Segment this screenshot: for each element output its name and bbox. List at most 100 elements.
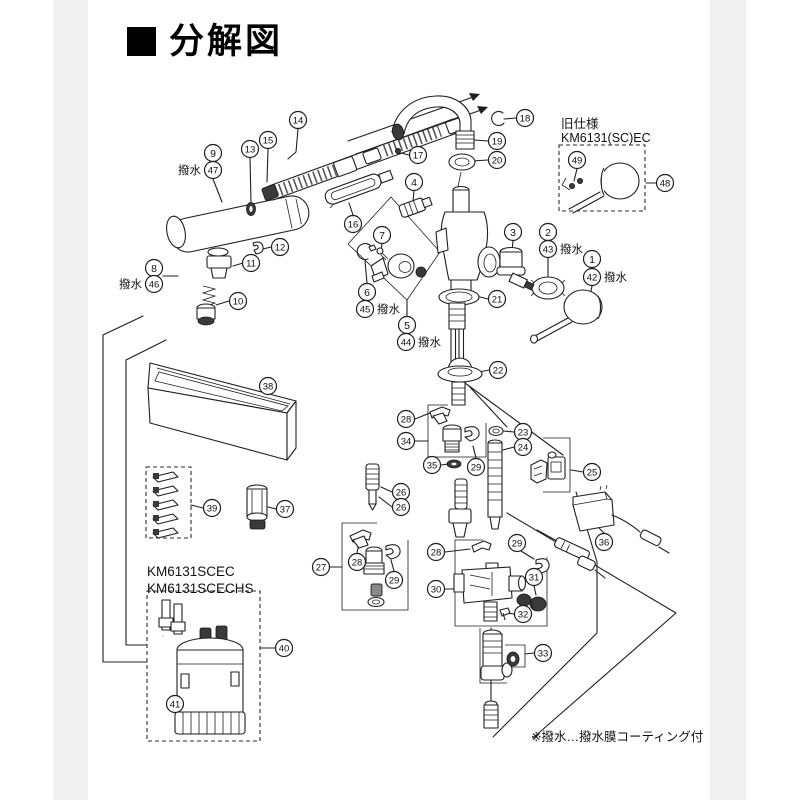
callout-number: 2 bbox=[545, 227, 551, 239]
old-spec-title: 旧仕様 bbox=[561, 116, 599, 131]
callout-balloon-18 bbox=[515, 108, 535, 128]
callout-number: 4 bbox=[411, 177, 417, 189]
callout-balloon-40 bbox=[274, 638, 294, 658]
callout-number: 18 bbox=[520, 113, 531, 124]
callout-balloon-3 bbox=[503, 222, 523, 242]
counter-tray-38 bbox=[147, 362, 297, 461]
callout-number: 28 bbox=[401, 414, 412, 425]
callout-balloon-10 bbox=[228, 291, 248, 311]
callout-number: 3 bbox=[510, 227, 516, 239]
callout-balloon-11 bbox=[241, 253, 261, 273]
callout-balloon-47 bbox=[203, 160, 223, 180]
aerator-adapter-37 bbox=[246, 484, 268, 530]
callout-balloon-48 bbox=[655, 173, 675, 193]
callout-balloon-22 bbox=[488, 360, 508, 380]
fitting-4 bbox=[398, 196, 433, 218]
callout-number: 13 bbox=[245, 144, 256, 155]
section-title: 分解図 bbox=[127, 24, 283, 59]
cartridge-3 bbox=[496, 246, 535, 291]
callout-balloon-29 bbox=[507, 533, 527, 553]
callout-number: 47 bbox=[208, 165, 219, 176]
callout-number: 5 bbox=[404, 320, 410, 332]
spout-joint-parts-5 bbox=[356, 242, 427, 283]
callout-number: 12 bbox=[275, 242, 286, 253]
callout-balloon-28 bbox=[426, 542, 446, 562]
water-repellent-label: 撥水 bbox=[377, 302, 400, 316]
callout-number: 39 bbox=[207, 503, 218, 514]
callout-number: 43 bbox=[543, 244, 554, 255]
callout-number: 25 bbox=[587, 467, 598, 478]
callout-balloon-35 bbox=[422, 455, 442, 475]
callout-balloon-38 bbox=[258, 376, 278, 396]
callout-balloon-24 bbox=[513, 437, 533, 457]
escutcheon-22 bbox=[437, 357, 483, 406]
callout-number: 28 bbox=[431, 547, 442, 558]
callout-number: 8 bbox=[151, 263, 157, 275]
spout bbox=[391, 95, 505, 188]
callout-number: 26 bbox=[396, 487, 407, 498]
old-spec-handle-48 bbox=[558, 144, 646, 214]
callout-number: 11 bbox=[246, 258, 256, 269]
water-repellent-label: 撥水 bbox=[178, 163, 201, 177]
callout-number: 15 bbox=[263, 135, 274, 146]
callout-balloon-28 bbox=[347, 552, 367, 572]
faucet-body bbox=[435, 185, 501, 364]
callout-balloon-16 bbox=[343, 214, 363, 234]
old-spec-model: KM6131(SC)EC bbox=[561, 131, 651, 145]
callout-number: 19 bbox=[492, 136, 503, 147]
callout-balloon-21 bbox=[487, 289, 507, 309]
callout-balloon-34 bbox=[396, 431, 416, 451]
water-repellent-label: 撥水 bbox=[560, 242, 583, 256]
filter-unit-40 bbox=[146, 590, 261, 742]
callout-number: 45 bbox=[360, 304, 371, 315]
callout-balloon-25 bbox=[582, 462, 602, 482]
hose-model-1: KM6131SCEC bbox=[147, 564, 235, 579]
callout-balloon-30 bbox=[426, 579, 446, 599]
callout-number: 28 bbox=[352, 557, 363, 568]
callout-balloon-27 bbox=[311, 557, 331, 577]
callout-balloon-4 bbox=[404, 172, 424, 192]
callout-number: 9 bbox=[210, 148, 216, 160]
callout-number: 21 bbox=[492, 294, 503, 305]
callout-number: 23 bbox=[518, 427, 529, 438]
clip-set-39 bbox=[145, 466, 192, 539]
hose-model-2: KM6131SCECHS bbox=[147, 581, 254, 596]
callout-balloon-13 bbox=[240, 139, 260, 159]
callout-number: 29 bbox=[471, 462, 482, 473]
callout-balloon-1 bbox=[582, 249, 602, 269]
callout-number: 40 bbox=[279, 643, 290, 654]
cap-ring-2 bbox=[530, 276, 566, 300]
water-repellent-label: 撥水 bbox=[119, 277, 142, 291]
callout-balloon-19 bbox=[487, 131, 507, 151]
callout-balloon-7 bbox=[372, 225, 392, 245]
spray-head-small-parts bbox=[196, 241, 264, 326]
callout-number: 1 bbox=[589, 254, 595, 266]
branch-fitting-27 bbox=[349, 529, 401, 608]
callout-number: 36 bbox=[599, 537, 610, 548]
callout-number: 17 bbox=[413, 150, 424, 161]
title-text: 分解図 bbox=[169, 22, 284, 61]
callout-balloon-29 bbox=[466, 457, 486, 477]
outlet-fitting-33 bbox=[480, 629, 520, 681]
hose-guide-16 bbox=[324, 169, 394, 205]
callout-balloon-44 bbox=[396, 332, 416, 352]
callout-number: 7 bbox=[379, 230, 385, 242]
callout-number: 27 bbox=[316, 562, 327, 573]
right-gray-gutter bbox=[710, 0, 746, 800]
callout-number: 22 bbox=[493, 365, 504, 376]
footnote: ※撥水…撥水膜コーティング付 bbox=[531, 729, 703, 744]
callout-number: 26 bbox=[396, 502, 407, 513]
title-square-bullet bbox=[127, 27, 156, 56]
callout-number: 10 bbox=[233, 296, 244, 307]
callout-number: 37 bbox=[280, 504, 291, 515]
callout-number: 33 bbox=[538, 648, 549, 659]
callout-balloon-12 bbox=[270, 237, 290, 257]
callout-balloon-45 bbox=[355, 299, 375, 319]
callout-balloon-26 bbox=[391, 497, 411, 517]
callout-number: 14 bbox=[293, 115, 304, 126]
callout-balloon-32 bbox=[513, 604, 533, 624]
callout-balloon-36 bbox=[594, 532, 614, 552]
callout-number: 38 bbox=[263, 381, 274, 392]
